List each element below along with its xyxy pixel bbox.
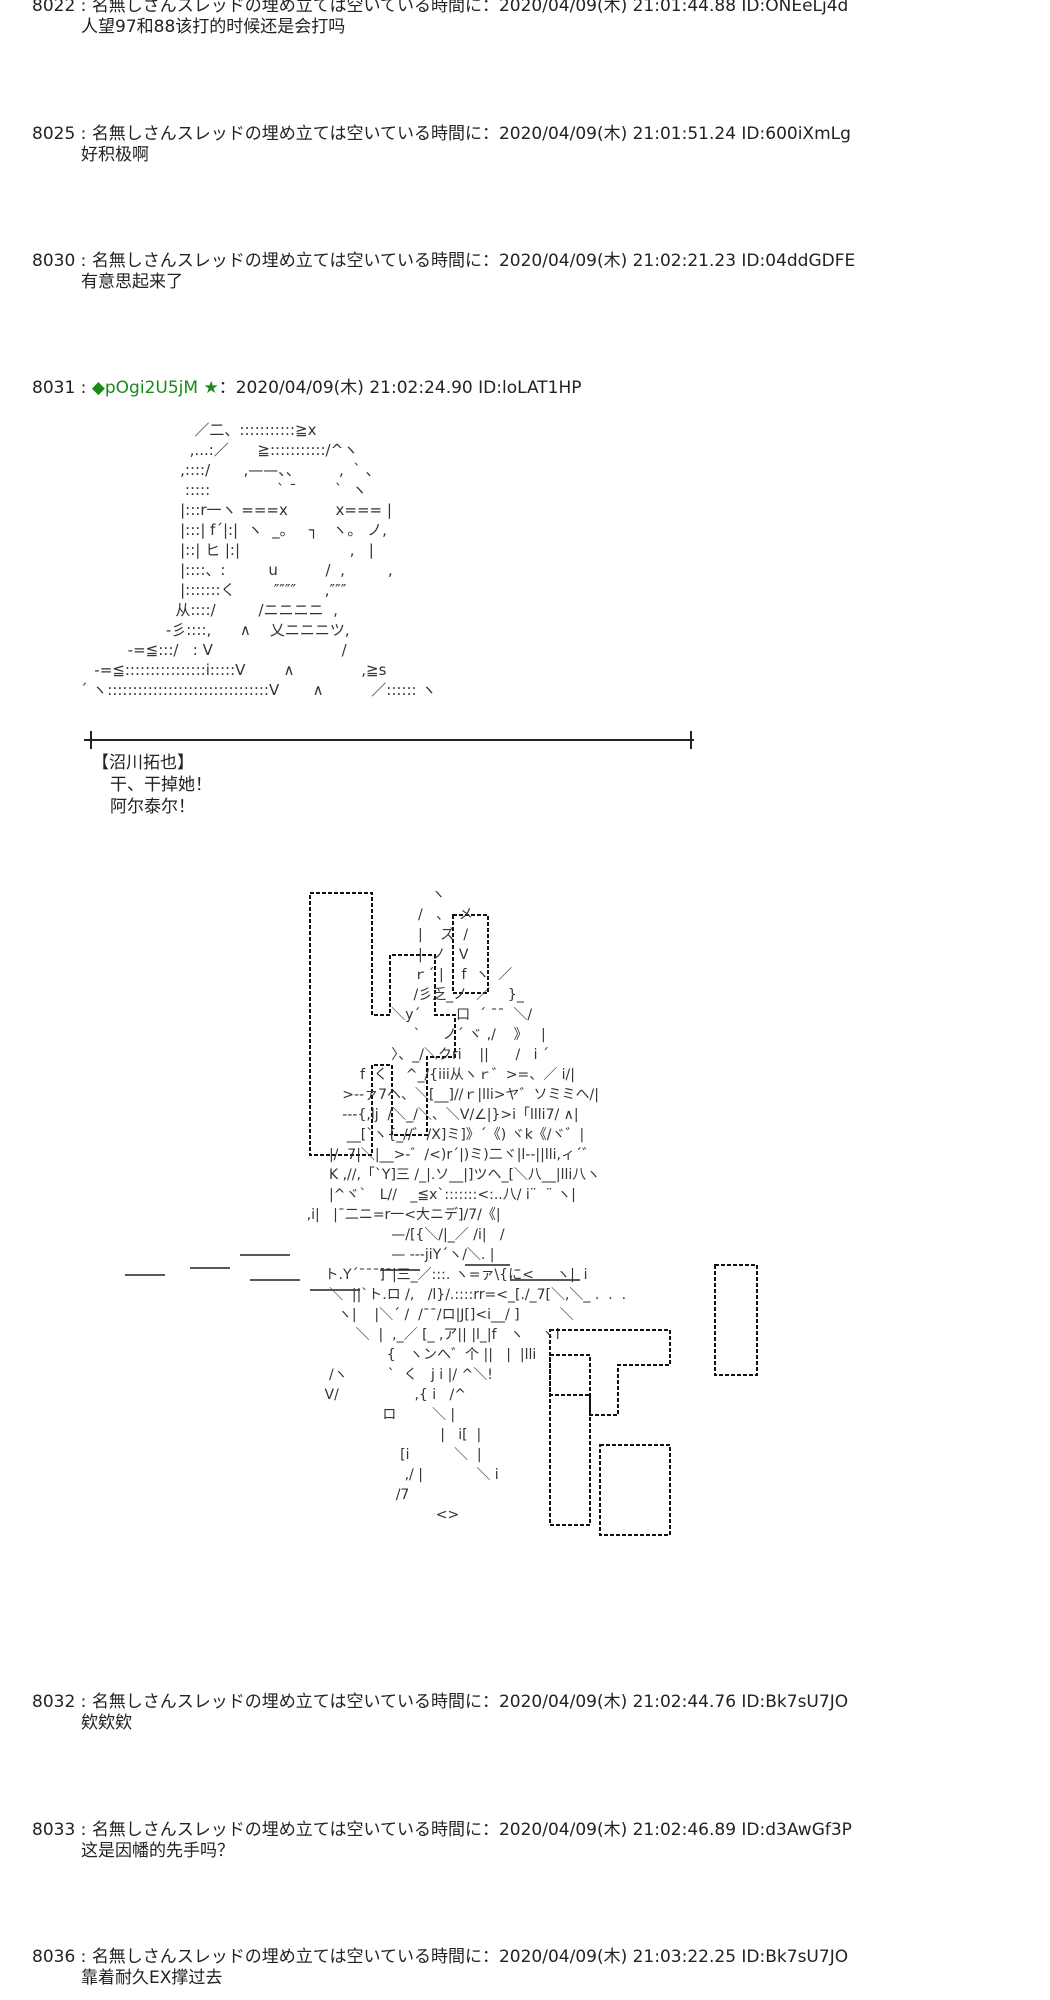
post-id: ID:d3AwGf3P xyxy=(741,1820,852,1840)
post-datetime: 2020/04/09(木) 21:02:24.90 xyxy=(235,378,473,398)
post-datetime: 2020/04/09(木) 21:01:51.24 xyxy=(498,124,737,144)
dialogue-speaker: 【沼川拓也】 xyxy=(92,753,194,773)
post-number: 8022 xyxy=(32,0,76,16)
dialogue-line: 阿尔泰尔！ xyxy=(110,797,195,817)
post-number: 8025 xyxy=(32,124,76,144)
ascii-art-impact-text: ヽ / 、 メ | ズ / | ノ V ｒ´ | f ヽ ／ / xyxy=(306,887,627,1523)
post-body: 有意思起来了 xyxy=(81,272,183,292)
poster-name: 名無しさんスレッドの埋め立ては空いている時間に xyxy=(91,124,482,144)
glyph-outline-2 xyxy=(452,914,489,994)
post-8031: 8031 : ◆pOgi2U5jM ★：2020/04/09(木) 21:02:… xyxy=(32,378,1032,398)
ascii-art-character: ／二、:::::::::::≧x ,...:／ ≧:::::::::::/^ヽ … xyxy=(80,421,437,699)
post-datetime: 2020/04/09(木) 21:02:21.23 xyxy=(498,251,737,271)
glyph-outline-6 xyxy=(599,1444,671,1536)
post-datetime: 2020/04/09(木) 21:01:44.88 xyxy=(498,0,737,16)
poster-name: 名無しさんスレッドの埋め立ては空いている時間に xyxy=(91,251,482,271)
dialogue-line: 干、干掉她！ xyxy=(110,775,212,795)
post-datetime: 2020/04/09(木) 21:03:22.25 xyxy=(498,1947,737,1967)
post-header: 8031 : ◆pOgi2U5jM ★：2020/04/09(木) 21:02:… xyxy=(32,378,582,398)
post-8036: 8036 : 名無しさんスレッドの埋め立ては空いている時間に：2020/04/0… xyxy=(32,1947,1032,1989)
post-body: 人望97和88该打的时候还是会打吗 xyxy=(81,17,346,37)
post-id: ID:Bk7sU7JO xyxy=(741,1947,849,1967)
rule-tick-right xyxy=(690,731,692,749)
post-id: ID:04ddGDFE xyxy=(741,251,856,271)
post-number: 8033 xyxy=(32,1820,76,1840)
ascii-art-impact: ヽ / 、 メ | ズ / | ノ V ｒ´ | f ヽ ／ / xyxy=(80,885,760,1585)
post-8033: 8033 : 名無しさんスレッドの埋め立ては空いている時間に：2020/04/0… xyxy=(32,1820,1032,1862)
post-header: 8036 : 名無しさんスレッドの埋め立ては空いている時間に：2020/04/0… xyxy=(32,1947,849,1967)
post-id: ID:Bk7sU7JO xyxy=(741,1692,849,1712)
poster-tripcode: ◆pOgi2U5jM ★ xyxy=(91,378,219,398)
impact-glyph-boxes xyxy=(125,892,758,1536)
glyph-outline-3 xyxy=(714,1264,758,1376)
post-8022: 8022 : 名無しさんスレッドの埋め立ては空いている時間に：2020/04/0… xyxy=(32,0,1032,38)
poster-name: 名無しさんスレッドの埋め立ては空いている時間に xyxy=(91,1820,482,1840)
horizontal-rule xyxy=(84,739,694,741)
poster-name: 名無しさんスレッドの埋め立ては空いている時間に xyxy=(91,1947,482,1967)
glyph-outline-4 xyxy=(549,1329,671,1416)
post-id: ID:600iXmLg xyxy=(741,124,851,144)
post-number: 8031 xyxy=(32,378,76,398)
post-header: 8022 : 名無しさんスレッドの埋め立ては空いている時間に：2020/04/0… xyxy=(32,0,1032,16)
post-number: 8032 xyxy=(32,1692,76,1712)
poster-name: 名無しさんスレッドの埋め立ては空いている時間に xyxy=(91,0,482,16)
post-header: 8033 : 名無しさんスレッドの埋め立ては空いている時間に：2020/04/0… xyxy=(32,1820,852,1840)
post-body: 好积极啊 xyxy=(81,145,149,165)
post-datetime: 2020/04/09(木) 21:02:46.89 xyxy=(498,1820,737,1840)
post-id: ID:ONEeLj4d xyxy=(741,0,849,16)
post-header: 8030 : 名無しさんスレッドの埋め立ては空いている時間に：2020/04/0… xyxy=(32,251,856,271)
post-8032: 8032 : 名無しさんスレッドの埋め立ては空いている時間に：2020/04/0… xyxy=(32,1692,1032,1734)
glyph-outline-5 xyxy=(549,1354,591,1526)
post-header: 8025 : 名無しさんスレッドの埋め立ては空いている時間に：2020/04/0… xyxy=(32,124,851,144)
post-header: 8032 : 名無しさんスレッドの埋め立ては空いている時間に：2020/04/0… xyxy=(32,1692,849,1712)
post-body: 欸欸欸 xyxy=(81,1713,132,1733)
post-datetime: 2020/04/09(木) 21:02:44.76 xyxy=(498,1692,737,1712)
poster-name: 名無しさんスレッドの埋め立ては空いている時間に xyxy=(91,1692,482,1712)
glyph-outline-1 xyxy=(309,892,456,1156)
post-body: 这是因幡的先手吗？ xyxy=(81,1841,234,1861)
post-body: 靠着耐久EX撑过去 xyxy=(81,1968,223,1988)
post-number: 8030 xyxy=(32,251,76,271)
post-id: ID:loLAT1HP xyxy=(478,378,582,398)
dialogue-block: 【沼川拓也】 干、干掉她！ 阿尔泰尔！ xyxy=(92,752,212,818)
post-number: 8036 xyxy=(32,1947,76,1967)
rule-tick-left xyxy=(90,731,92,749)
post-8030: 8030 : 名無しさんスレッドの埋め立ては空いている時間に：2020/04/0… xyxy=(32,251,1032,293)
post-8025: 8025 : 名無しさんスレッドの埋め立ては空いている時間に：2020/04/0… xyxy=(32,124,1032,166)
